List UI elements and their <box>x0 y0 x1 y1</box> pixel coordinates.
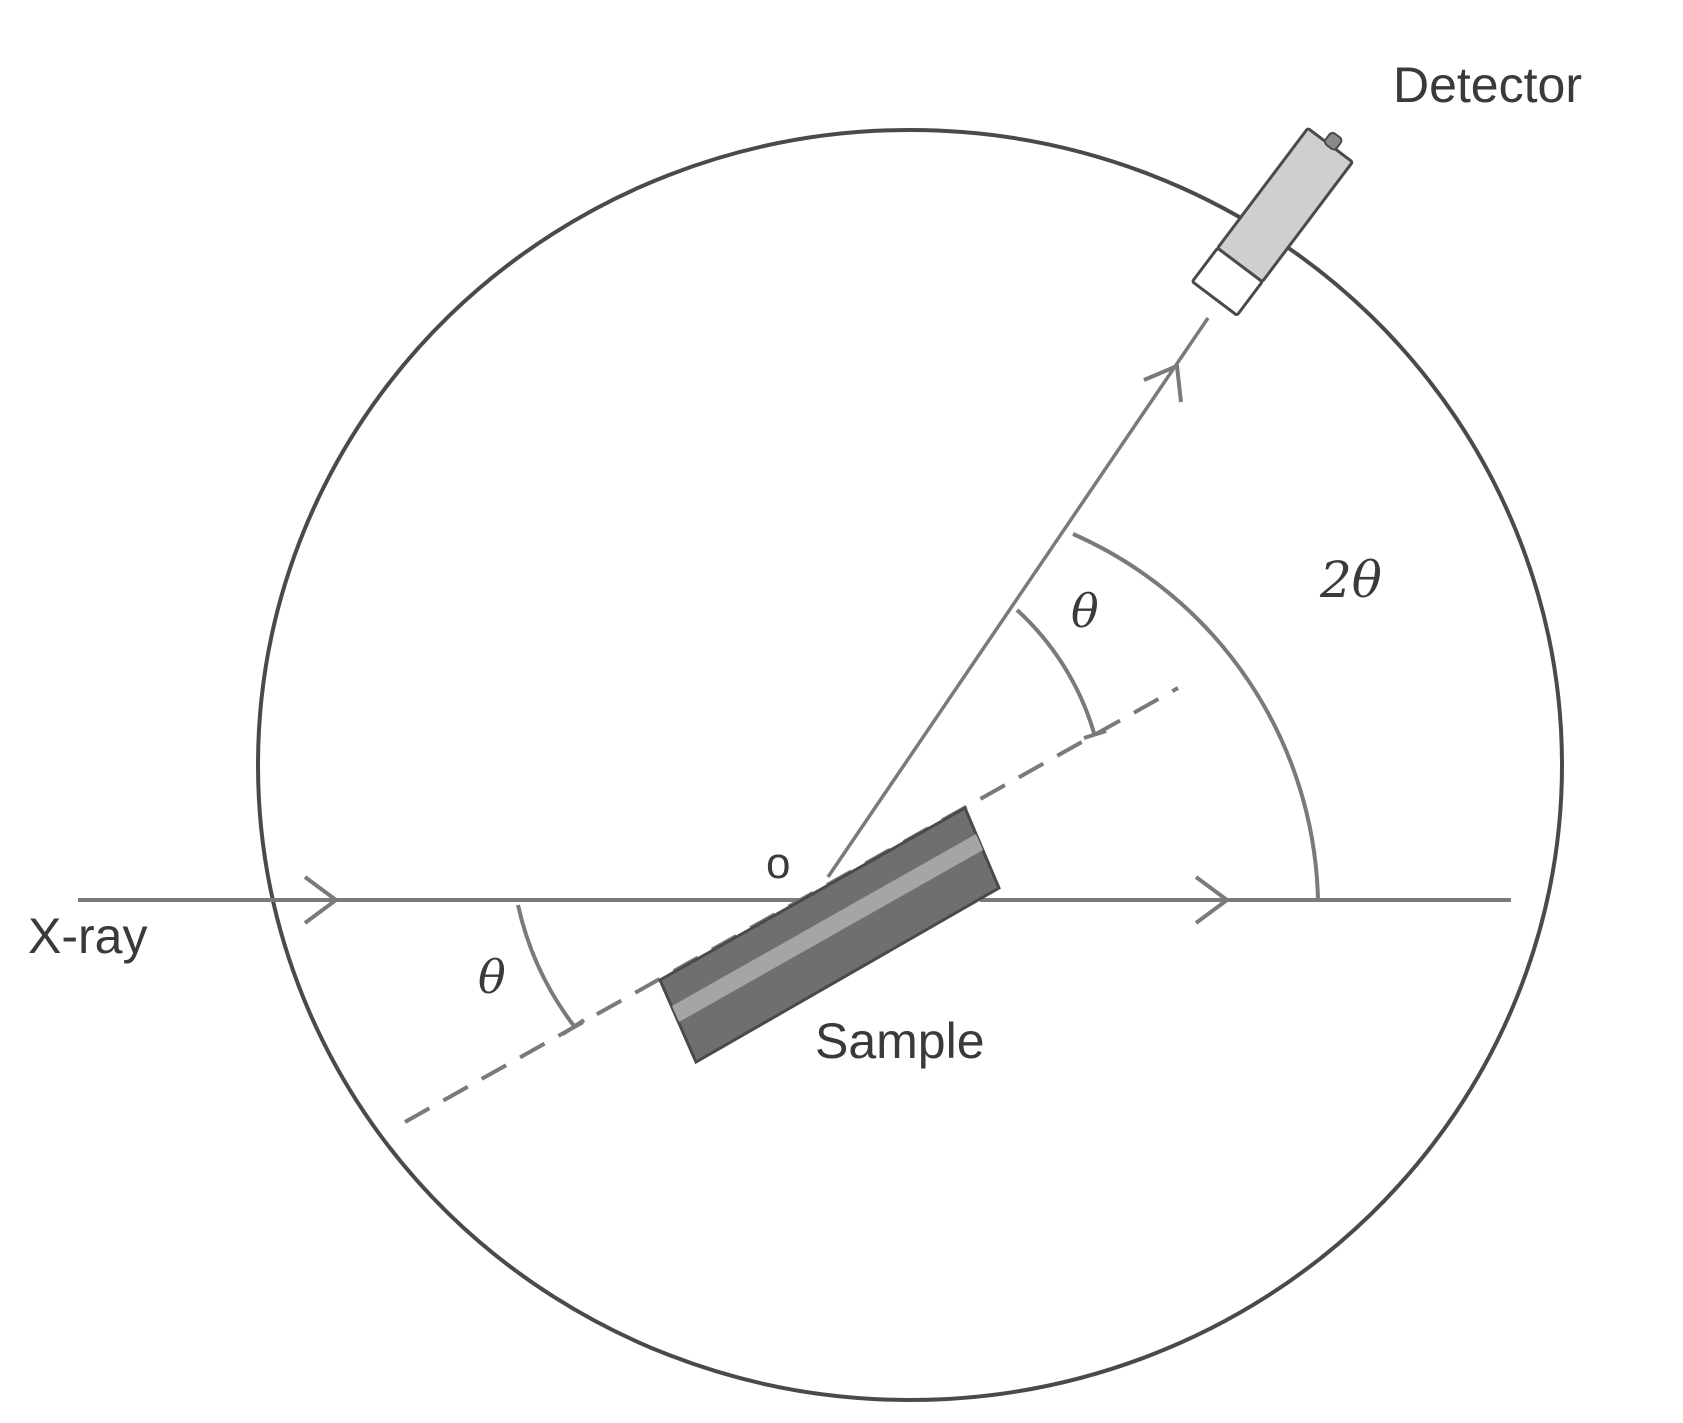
xray-label: X-ray <box>28 908 147 964</box>
theta-arc-incident <box>516 904 576 1028</box>
transmitted-beam-arrow <box>1194 875 1231 925</box>
two-theta-label: 2θ <box>1319 551 1382 609</box>
detector-body <box>1216 127 1354 283</box>
theta-arc-reflected-tick <box>1083 729 1107 740</box>
theta-arc-incident-tick <box>561 1018 586 1036</box>
theta-incident-label: θ <box>478 950 506 1004</box>
diffracted-beam-arrow <box>1143 363 1183 403</box>
sample-slab <box>658 805 1001 1065</box>
sample-label: Sample <box>815 1013 985 1069</box>
detector-window <box>1191 247 1263 317</box>
theta-reflected-label: θ <box>1071 584 1099 638</box>
detector-label: Detector <box>1393 57 1582 113</box>
two-theta-arc <box>1072 532 1320 901</box>
detector-cap <box>1323 131 1343 151</box>
goniometer-circle <box>256 128 1564 1402</box>
origin-label: o <box>766 839 790 888</box>
detector <box>1191 127 1354 317</box>
diffracted-beam <box>826 317 1210 878</box>
incident-beam-arrow <box>303 875 340 925</box>
theta-arc-reflected <box>1015 608 1096 734</box>
